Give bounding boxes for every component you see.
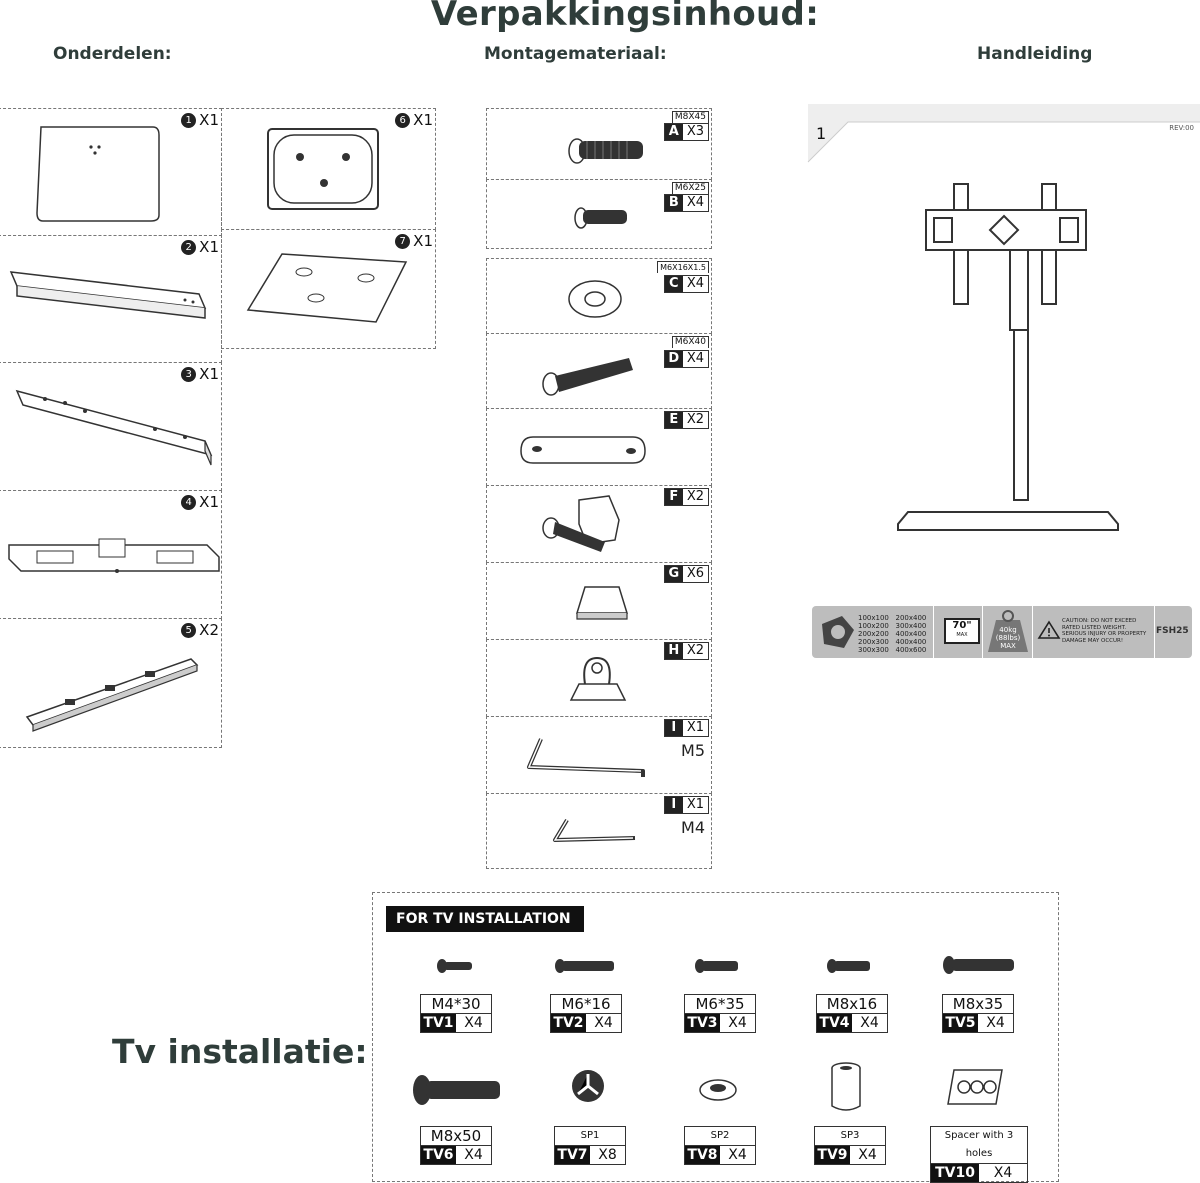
tv-size-icon: 70" MAX [944,618,980,644]
manual-heading: Handleiding [977,44,1093,64]
manual-page-number: 1 [816,124,827,143]
hardware-spec: M6X40 [671,336,709,348]
tv-installation-box [372,892,1059,1182]
manual-page: 1 REV:00 [807,104,1200,674]
mount-plate-drawing [246,253,408,323]
screw-tv3-icon [695,959,738,973]
hardware-spec: M8X45 [671,111,709,123]
hex-key-m5-drawing [527,738,645,777]
tv-installation-heading: Tv installatie: [112,1032,368,1071]
bolt-a-drawing [568,138,643,164]
bracket-drawing [15,389,213,466]
pad-drawing [575,586,629,620]
hex-key-m4-drawing [553,818,636,842]
bolt-b-drawing [574,207,627,229]
caution-text: CAUTION: DO NOT EXCEED RATED LISTED WEIG… [1062,618,1147,644]
warning-icon [1037,620,1061,639]
parts-heading: Onderdelen: [53,44,172,64]
manual-page-corner [807,104,1200,163]
washer-drawing [568,280,622,318]
model-number: FSH25 [1156,626,1189,636]
arm-drawing [25,658,199,732]
hardware-sub-label: M4 [681,818,705,837]
link-plate-drawing [520,436,646,464]
base-plate-drawing [36,126,160,222]
spacer-sp3-icon [831,1062,861,1111]
tube-drawing [9,271,207,319]
spacer-sp1-icon [572,1070,604,1102]
screw-tv6-icon [413,1075,500,1105]
page-title: Verpakkingsinhoud: [430,0,820,34]
screw-tv5-icon [943,956,1014,974]
bolt-d-drawing [542,358,633,396]
vesa-icon [822,616,854,648]
weight-label: 40kg (88lbs)MAX [995,626,1021,650]
spacer-plate-icon [947,1069,1003,1105]
hardware-sub-label: M5 [681,741,705,760]
cover-plate-drawing [267,128,379,210]
screw-tv2-icon [555,959,614,973]
screw-tv4-icon [827,959,870,973]
hardware-spec: M6X25 [671,182,709,194]
clip-bolt-drawing [542,495,620,552]
spacer-sp2-icon [699,1079,737,1101]
weight-icon [988,610,1028,652]
hardware-heading: Montagemateriaal: [484,44,667,64]
screw-tv1-icon [437,959,472,973]
tv-bracket-drawing [8,538,220,573]
tv-stand-drawing [897,183,1119,531]
manual-rev: REV:00 [1169,124,1194,132]
cable-clip-drawing [569,656,627,701]
tv-installation-badge: FOR TV INSTALLATION [386,906,584,932]
hardware-spec: M6X16X1.5 [657,261,709,273]
